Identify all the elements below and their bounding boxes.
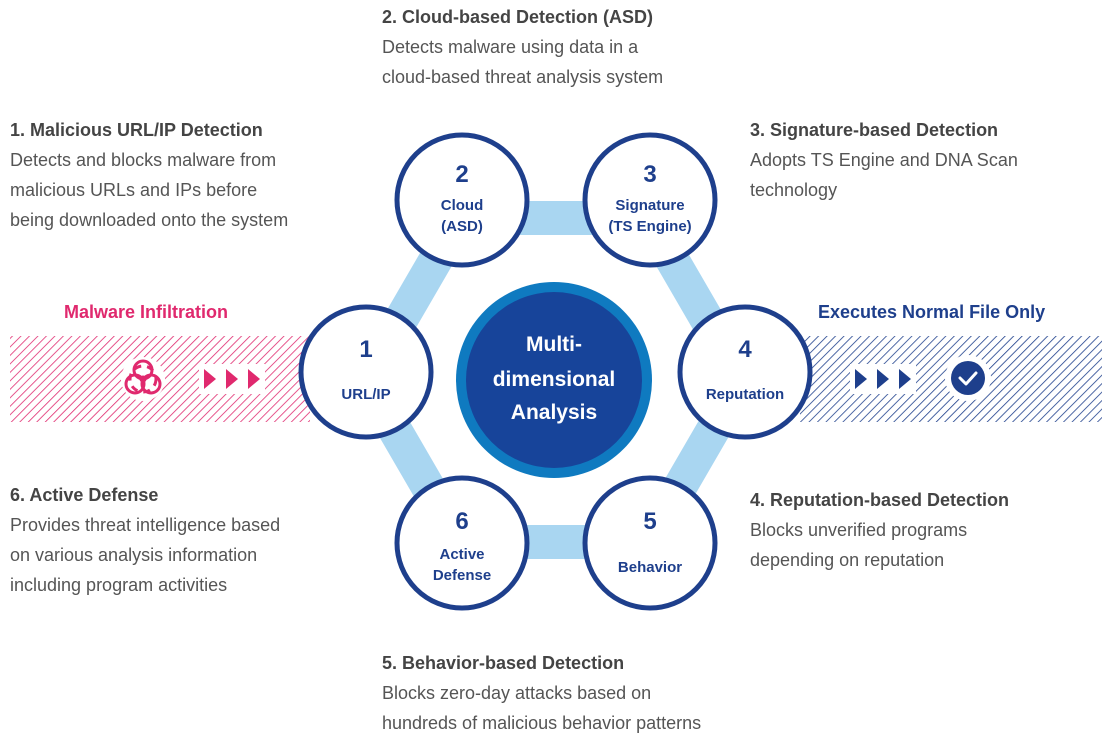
check-circle-icon: [945, 355, 991, 401]
description-3: 3. Signature-based Detection Adopts TS E…: [750, 115, 1018, 205]
description-body: Provides threat intelligence based on va…: [10, 515, 281, 595]
node-cloud: 2 Cloud (ASD): [394, 132, 530, 268]
node-active-defense: 6 Active Defense: [394, 475, 530, 611]
node-number: 3: [643, 161, 656, 188]
executes-normal-file-label: Executes Normal File Only: [818, 302, 1046, 322]
description-5: 5. Behavior-based Detection Blocks zero-…: [382, 648, 701, 738]
output-arrows: [850, 364, 916, 394]
node-reputation: 4 Reputation: [677, 304, 813, 440]
center-circle: [466, 292, 642, 468]
description-title: 3. Signature-based Detection: [750, 120, 999, 140]
node-label: (TS Engine): [608, 218, 691, 235]
description-title: 1. Malicious URL/IP Detection: [10, 120, 263, 140]
description-6: 6. Active Defense Provides threat intell…: [10, 480, 280, 600]
center-label-line3: Analysis: [511, 401, 597, 424]
biohazard-icon: [121, 357, 165, 401]
description-body: Detects malware using data in a cloud-ba…: [382, 37, 664, 87]
node-label: Behavior: [618, 559, 682, 576]
node-number: 1: [359, 336, 372, 363]
node-behavior: 5 Behavior: [582, 475, 718, 611]
node-number: 6: [455, 508, 468, 535]
node-label: (ASD): [441, 218, 483, 235]
description-4: 4. Reputation-based Detection Blocks unv…: [750, 485, 1009, 575]
center-label-line2: dimensional: [493, 368, 616, 391]
infiltration-arrows: [199, 364, 265, 394]
node-label: Defense: [433, 567, 491, 584]
description-1: 1. Malicious URL/IP Detection Detects an…: [10, 115, 288, 235]
malware-infiltration-label: Malware Infiltration: [64, 302, 229, 322]
center-label-line1: Multi-: [526, 333, 582, 356]
node-url-ip: 1 URL/IP: [298, 304, 434, 440]
node-number: 4: [738, 336, 752, 363]
description-body: Blocks unverified programs depending on …: [750, 520, 968, 570]
node-label: Cloud: [441, 197, 484, 214]
description-title: 5. Behavior-based Detection: [382, 653, 625, 673]
description-body: Detects and blocks malware from maliciou…: [10, 150, 289, 230]
description-body: Adopts TS Engine and DNA Scan technology: [750, 150, 1018, 200]
description-title: 4. Reputation-based Detection: [750, 490, 1010, 510]
description-title: 6. Active Defense: [10, 485, 159, 505]
description-body: Blocks zero-day attacks based on hundred…: [382, 683, 702, 733]
description-title: 2. Cloud-based Detection (ASD): [382, 7, 654, 27]
node-signature: 3 Signature (TS Engine): [582, 132, 718, 268]
node-number: 5: [643, 508, 656, 535]
description-2: 2. Cloud-based Detection (ASD) Detects m…: [382, 2, 663, 92]
node-label: Reputation: [706, 386, 784, 403]
node-number: 2: [455, 161, 468, 188]
node-label: URL/IP: [341, 386, 390, 403]
node-label: Active: [439, 546, 484, 563]
node-label: Signature: [615, 197, 684, 214]
